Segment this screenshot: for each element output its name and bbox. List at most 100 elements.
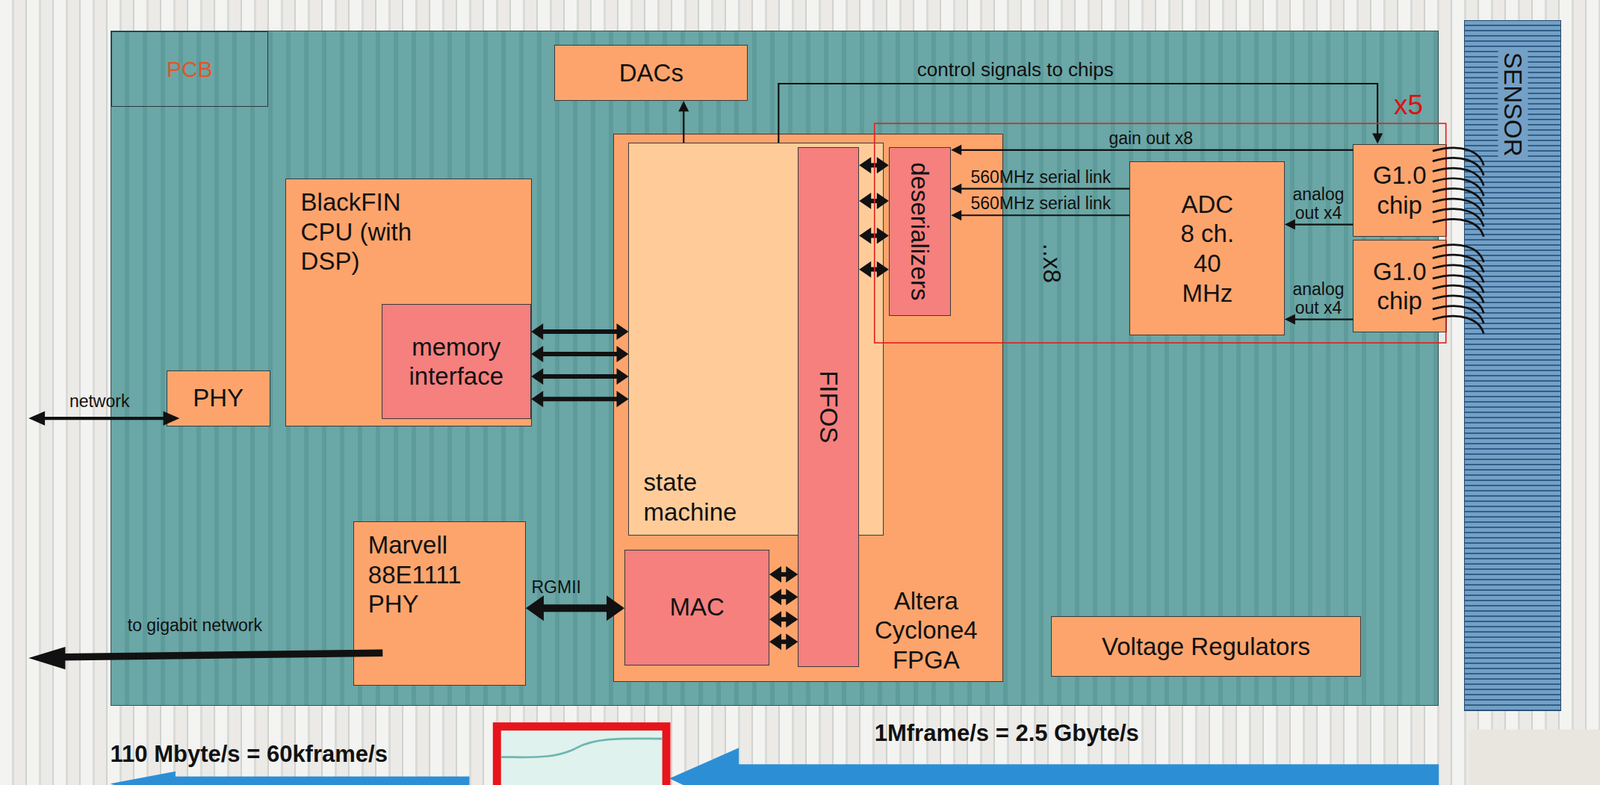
connector	[531, 390, 629, 408]
mac-box: MAC	[624, 549, 770, 665]
buffer-icon	[496, 726, 667, 785]
connector-line	[958, 188, 1130, 190]
node-label: Altera Cyclone4 FPGA	[870, 586, 983, 676]
node-label: SENSOR	[1498, 49, 1529, 160]
dac-box: DACs	[554, 44, 749, 101]
connector-line	[539, 374, 620, 379]
arrow-head	[876, 192, 889, 210]
group-outline	[874, 123, 1447, 343]
connector	[769, 588, 798, 606]
adc-box: ADC 8 ch. 40 MHz	[1129, 161, 1285, 337]
node-label: deserializers	[905, 162, 936, 301]
connector	[769, 611, 798, 628]
arrow-head	[785, 633, 798, 650]
connector-line	[1292, 223, 1354, 225]
rate-arrow-body	[736, 764, 1439, 785]
connector-line	[539, 351, 620, 357]
arrow-head	[616, 390, 629, 408]
annotation-label: 1Mframe/s = 2.5 Gbyte/s	[874, 720, 1140, 747]
arrow-head	[769, 633, 782, 650]
edge-label: RGMII	[531, 578, 582, 597]
edge-label: gain out x8	[1108, 129, 1193, 148]
connector-line	[777, 616, 790, 622]
node-label: MAC	[670, 592, 725, 623]
connector	[525, 595, 625, 621]
node-label: DACs	[619, 58, 684, 89]
ethernet-phy-box: Marvell 88E1111 PHY	[353, 521, 526, 686]
arrow-head	[616, 345, 629, 363]
arrow-head	[616, 323, 629, 340]
phy-box: PHY	[166, 370, 271, 427]
rate-arrow-body	[173, 776, 470, 785]
arrow-head	[950, 183, 962, 195]
arrow-head	[531, 368, 544, 385]
arrow-head	[531, 390, 544, 408]
wire-bonds	[1432, 147, 1484, 334]
photo-patch	[1469, 729, 1600, 785]
annotation-label: to gigabit network	[127, 616, 263, 635]
connector-line	[1292, 318, 1354, 320]
node-label: ADC 8 ch. 40 MHz	[1173, 189, 1241, 308]
arrow-head	[859, 227, 871, 245]
connector	[531, 368, 629, 385]
arrow-head	[1372, 133, 1383, 145]
edge-label: control signals to chips	[917, 59, 1114, 80]
memory-interface-box: memory interface	[381, 304, 532, 420]
node-label: PHY	[192, 383, 244, 414]
connector-line	[867, 198, 880, 204]
edge-label: 560MHz serial link	[970, 168, 1111, 186]
arrow-head	[525, 595, 544, 621]
connector-line	[867, 233, 880, 239]
connector	[531, 323, 629, 340]
connector-line	[867, 267, 880, 272]
buffer-icon-curve	[501, 738, 663, 758]
arrow-head	[531, 345, 544, 363]
arrow-head	[28, 646, 65, 670]
connector-line	[958, 149, 1353, 151]
connector	[859, 227, 889, 245]
fifo-box: FIFOS	[797, 147, 860, 668]
connector-line	[958, 214, 1130, 216]
connector-line	[867, 162, 880, 168]
network-arrow-line	[41, 416, 168, 420]
annotation-label: x5	[1393, 91, 1423, 121]
connector-line	[777, 594, 790, 600]
connector-line	[682, 108, 685, 143]
arrow-head	[678, 100, 689, 112]
connector-line	[539, 329, 620, 334]
node-label: state machine	[643, 467, 756, 527]
annotation-label: 110 Mbyte/s = 60kframe/s	[110, 740, 388, 768]
annotation-label: network	[69, 392, 130, 411]
node-label: PCB	[111, 31, 269, 107]
arrow-head	[769, 588, 782, 606]
fpga-box: Altera Cyclone4 FPGA state machine FIFOS de…	[613, 133, 1004, 682]
sensor-band: SENSOR	[1464, 20, 1562, 712]
arrow-head	[876, 156, 889, 174]
node-label: G1.0 chip	[1363, 256, 1436, 316]
arrow-head	[606, 595, 625, 621]
cpu-box: BlackFIN CPU (with DSP) memory interface	[285, 178, 532, 427]
arrow-head	[876, 261, 889, 278]
connector	[859, 156, 889, 174]
readout-chip-box: G1.0 chip	[1352, 239, 1447, 333]
node-label: BlackFIN CPU (with DSP)	[301, 187, 444, 277]
arrow-head	[950, 209, 962, 221]
arrow-head	[785, 611, 798, 628]
rate-arrow-head	[110, 771, 176, 785]
arrow-head	[785, 566, 798, 583]
arrow-head	[859, 192, 871, 210]
arrow-head	[950, 144, 962, 156]
arrow-head	[616, 368, 629, 385]
arrow-head	[1284, 219, 1296, 231]
edge-label: 560MHz serial link	[970, 194, 1111, 213]
connector	[859, 192, 889, 210]
deserializer-box: deserializers	[888, 147, 951, 317]
arrow-head	[785, 588, 798, 606]
gigabit-arrow-line	[61, 652, 383, 657]
connector	[769, 633, 798, 650]
edge-label: analog out x4	[1286, 280, 1351, 316]
connector	[778, 83, 1383, 145]
connector-line	[778, 83, 1378, 143]
arrow-head	[859, 261, 871, 278]
arrow-head	[28, 411, 45, 426]
